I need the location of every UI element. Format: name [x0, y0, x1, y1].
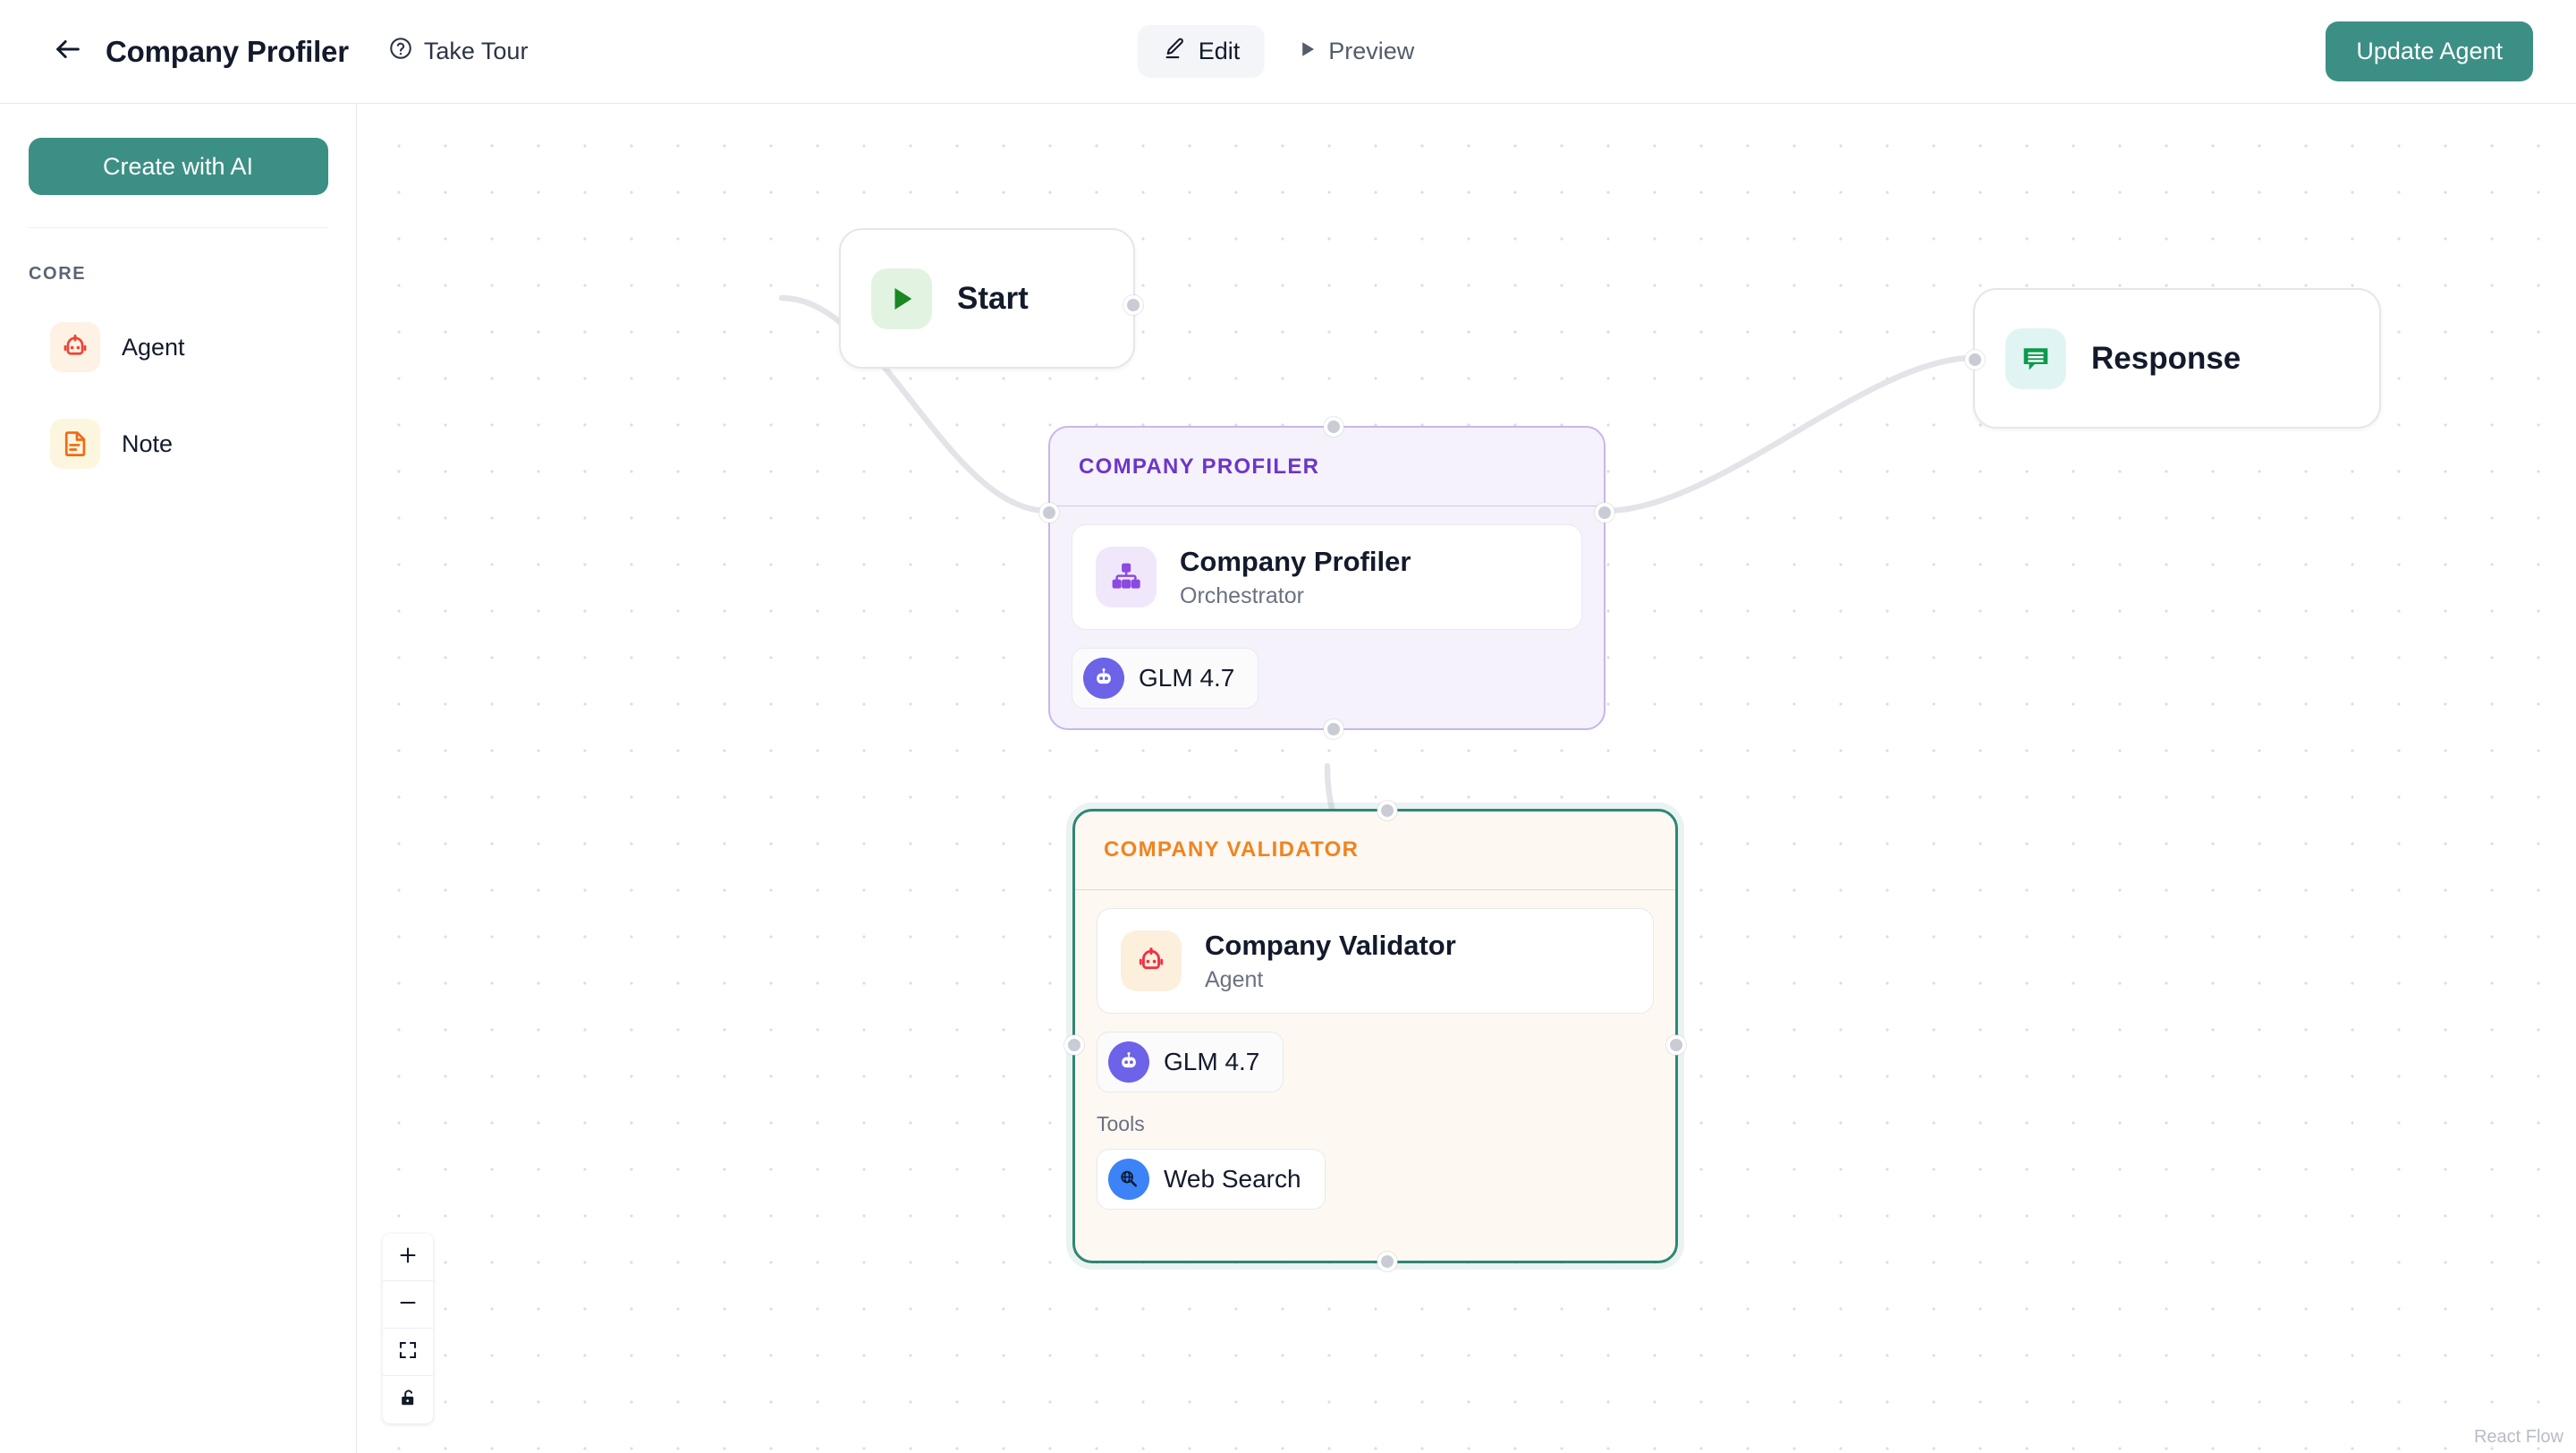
- flow-canvas[interactable]: Start Response COMPANY PROFILER: [357, 104, 2576, 1453]
- card-company-validator-title: Company Validator: [1205, 929, 1456, 961]
- update-agent-button[interactable]: Update Agent: [2326, 21, 2533, 81]
- card-company-profiler-text: Company Profiler Orchestrator: [1180, 545, 1411, 609]
- card-company-validator-text: Company Validator Agent: [1205, 929, 1456, 993]
- tab-preview[interactable]: Preview: [1273, 27, 1438, 76]
- group-validator-header: COMPANY VALIDATOR: [1075, 811, 1675, 890]
- tab-edit-label: Edit: [1198, 38, 1241, 64]
- pencil-icon: [1162, 36, 1187, 67]
- handle-profiler-left[interactable]: [1039, 503, 1059, 523]
- handle-validator-left[interactable]: [1064, 1034, 1084, 1055]
- handle-profiler-bottom[interactable]: [1324, 718, 1343, 739]
- plus-icon: [397, 1245, 419, 1270]
- handle-profiler-top[interactable]: [1324, 417, 1343, 437]
- robot-avatar-icon: [1083, 657, 1124, 699]
- sidebar-section-core: CORE: [29, 264, 87, 284]
- robot-icon: [50, 322, 100, 372]
- sidebar-item-note[interactable]: Note: [29, 410, 315, 478]
- take-tour-button[interactable]: Take Tour: [388, 36, 529, 67]
- chip-model-validator-label: GLM 4.7: [1164, 1047, 1260, 1075]
- tab-preview-label: Preview: [1328, 38, 1415, 64]
- zoom-controls: [383, 1234, 433, 1423]
- sidebar-divider: [29, 227, 327, 228]
- group-profiler-header: COMPANY PROFILER: [1050, 428, 1604, 506]
- robot-avatar-icon: [1108, 1041, 1149, 1083]
- arrow-left-icon: [53, 34, 83, 69]
- sidebar-item-agent-label: Agent: [122, 333, 185, 361]
- org-chart-icon: [1096, 546, 1157, 608]
- note-document-icon: [50, 419, 100, 469]
- top-bar-left: Company Profiler Take Tour: [0, 27, 528, 77]
- handle-validator-bottom[interactable]: [1377, 1251, 1397, 1271]
- play-triangle-icon: [1297, 38, 1317, 65]
- node-start-label: Start: [957, 280, 1029, 316]
- fit-view-button[interactable]: [383, 1329, 433, 1376]
- node-response-label: Response: [2091, 340, 2241, 376]
- robot-icon: [1121, 930, 1182, 991]
- tools-label: Tools: [1097, 1111, 1145, 1135]
- page-title: Company Profiler: [106, 34, 349, 68]
- zoom-out-button[interactable]: [383, 1281, 433, 1329]
- chip-model-profiler-label: GLM 4.7: [1139, 663, 1235, 692]
- back-button[interactable]: [43, 27, 93, 77]
- node-group-company-profiler[interactable]: COMPANY PROFILER Company Profiler: [1039, 417, 1614, 739]
- fit-screen-icon: [397, 1339, 419, 1365]
- chip-tool-web-search[interactable]: Web Search: [1097, 1148, 1326, 1210]
- create-with-ai-button[interactable]: Create with AI: [28, 138, 328, 195]
- play-triangle-icon: [871, 268, 932, 329]
- handle-validator-top[interactable]: [1377, 800, 1397, 820]
- node-response[interactable]: Response: [1965, 288, 2381, 429]
- node-group-company-validator[interactable]: COMPANY VALIDATOR: [1064, 800, 1686, 1271]
- question-circle-icon: [388, 36, 413, 67]
- sidebar: Create with AI CORE Agent: [0, 104, 357, 1453]
- card-company-profiler[interactable]: Company Profiler Orchestrator: [1072, 524, 1582, 630]
- react-flow-attribution[interactable]: React Flow: [2473, 1427, 2563, 1447]
- sidebar-item-note-label: Note: [122, 429, 174, 457]
- edge-start-to-profiler: [778, 294, 1052, 514]
- chip-tool-web-search-label: Web Search: [1164, 1164, 1301, 1193]
- card-company-validator-subtitle: Agent: [1205, 966, 1264, 992]
- top-bar: Company Profiler Take Tour: [0, 0, 2576, 104]
- group-validator-body: Company Validator Agent GL: [1075, 890, 1675, 1229]
- chip-model-validator[interactable]: GLM 4.7: [1097, 1031, 1284, 1092]
- minus-icon: [397, 1292, 419, 1318]
- handle-validator-right[interactable]: [1666, 1034, 1686, 1055]
- handle-response-target[interactable]: [1965, 350, 1985, 370]
- chip-model-profiler[interactable]: GLM 4.7: [1072, 647, 1259, 709]
- handle-start-source[interactable]: [1123, 295, 1143, 315]
- toggle-interactivity-button[interactable]: [383, 1376, 433, 1423]
- zoom-in-button[interactable]: [383, 1234, 433, 1281]
- edge-profiler-to-response: [1602, 354, 1977, 514]
- globe-search-icon: [1108, 1158, 1149, 1200]
- sidebar-item-agent[interactable]: Agent: [29, 313, 315, 381]
- card-company-profiler-title: Company Profiler: [1180, 546, 1411, 577]
- group-profiler-body: Company Profiler Orchestrator: [1050, 506, 1604, 728]
- chat-bubble-icon: [2005, 327, 2066, 389]
- take-tour-label: Take Tour: [423, 38, 529, 64]
- handle-profiler-right[interactable]: [1595, 503, 1614, 523]
- card-company-profiler-subtitle: Orchestrator: [1180, 582, 1304, 608]
- card-company-validator[interactable]: Company Validator Agent: [1097, 907, 1654, 1014]
- node-start[interactable]: Start: [839, 228, 1143, 369]
- mode-switcher: Edit Preview: [1137, 25, 1439, 78]
- tab-edit[interactable]: Edit: [1137, 25, 1265, 78]
- top-bar-right: Update Agent: [2326, 21, 2533, 81]
- unlock-icon: [397, 1387, 419, 1413]
